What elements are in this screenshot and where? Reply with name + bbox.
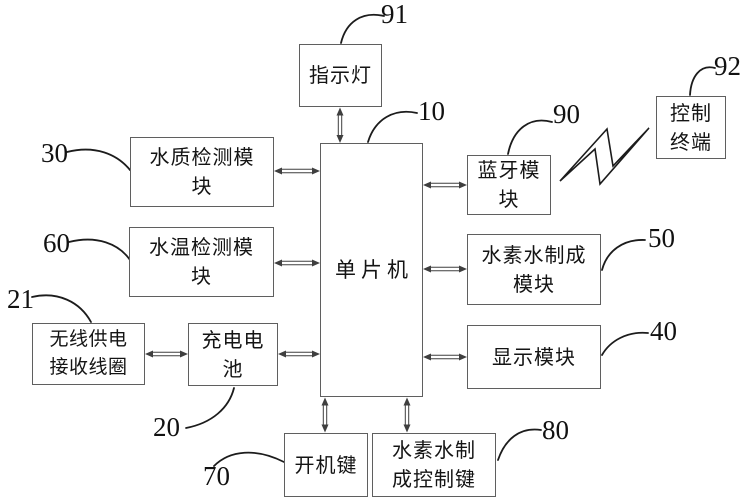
connector-mcu-bluetooth xyxy=(423,181,467,189)
connector-indicator-mcu xyxy=(336,107,344,143)
leader-92 xyxy=(689,66,716,96)
leader-30 xyxy=(66,148,131,171)
connector-quality-mcu xyxy=(274,167,320,175)
leader-91 xyxy=(340,13,385,44)
leader-60 xyxy=(68,238,131,261)
ref-92: 92 xyxy=(714,51,741,81)
ref-21: 21 xyxy=(7,284,34,314)
ref-80: 80 xyxy=(542,415,569,445)
node-control-terminal: 控制 终端 xyxy=(656,96,726,159)
connector-coil-battery xyxy=(145,350,188,358)
node-indicator-light: 指示灯 xyxy=(299,44,382,107)
ref-20: 20 xyxy=(153,412,180,442)
ref-91: 91 xyxy=(381,0,408,29)
node-display-module: 显示模块 xyxy=(467,325,601,389)
connector-mcu-powerkey xyxy=(321,397,329,433)
node-water-temp-module: 水温检测模 块 xyxy=(129,227,274,297)
ref-70: 70 xyxy=(203,461,230,491)
connector-mcu-hydrogenkey xyxy=(403,397,411,433)
ref-10: 10 xyxy=(418,96,445,126)
leader-20 xyxy=(185,387,235,429)
node-power-key: 开机键 xyxy=(284,433,368,497)
node-battery: 充电电 池 xyxy=(188,323,278,386)
connector-mcu-display xyxy=(423,353,467,361)
connector-battery-mcu xyxy=(278,350,320,358)
node-wireless-coil: 无线供电 接收线圈 xyxy=(32,323,145,385)
connector-mcu-hydrogen xyxy=(423,265,467,273)
ref-50: 50 xyxy=(648,223,675,253)
ref-30: 30 xyxy=(41,138,68,168)
leader-80 xyxy=(497,428,542,461)
ref-90: 90 xyxy=(553,99,580,129)
node-bluetooth-module: 蓝牙模 块 xyxy=(467,155,551,215)
leader-40 xyxy=(601,331,649,356)
wireless-lightning-icon xyxy=(559,127,650,186)
leader-10 xyxy=(367,111,418,143)
node-hydrogen-control-key: 水素水制 成控制键 xyxy=(372,433,496,497)
connector-temp-mcu xyxy=(274,259,320,267)
node-hydrogen-water-module: 水素水制成 模块 xyxy=(467,234,601,305)
leader-50 xyxy=(601,239,646,271)
ref-60: 60 xyxy=(43,228,70,258)
leader-90 xyxy=(507,119,553,155)
node-mcu: 单片机 xyxy=(320,143,423,397)
leader-21 xyxy=(31,294,92,323)
ref-40: 40 xyxy=(650,316,677,346)
node-water-quality-module: 水质检测模 块 xyxy=(130,137,274,207)
